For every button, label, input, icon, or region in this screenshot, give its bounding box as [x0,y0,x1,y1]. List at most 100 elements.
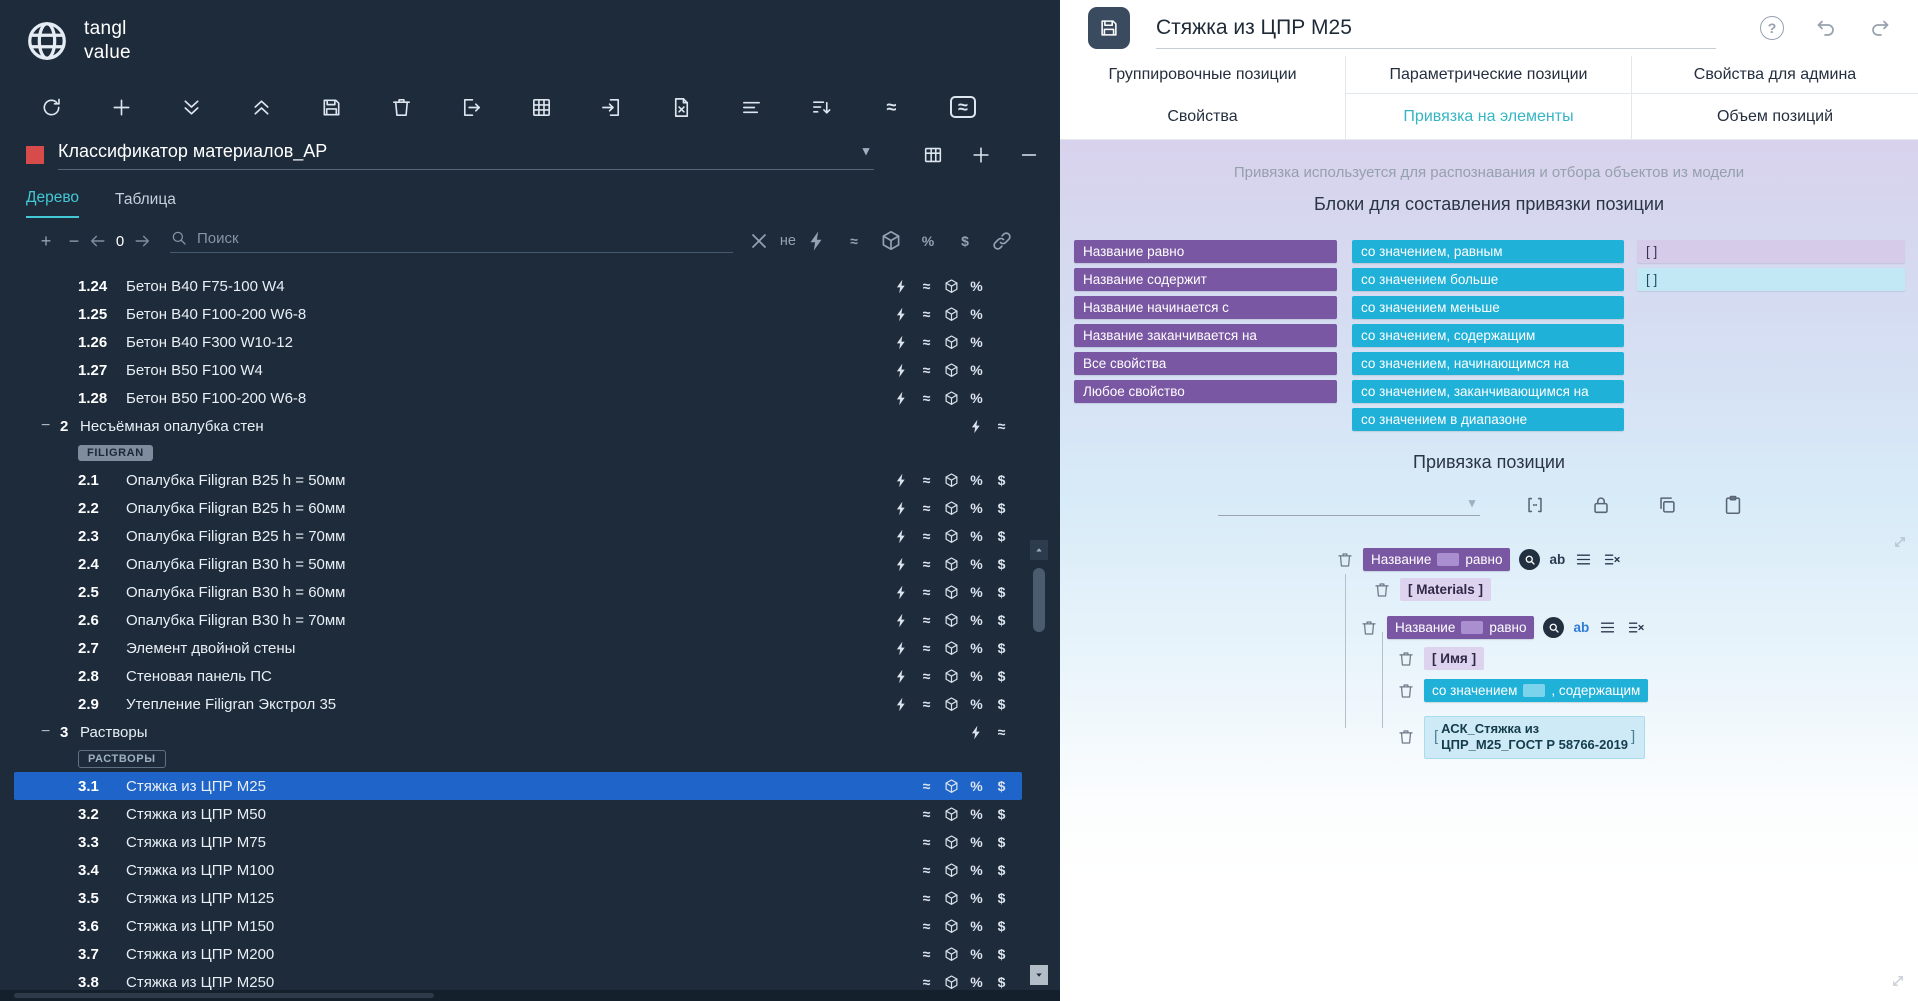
table-view-icon[interactable] [922,144,944,166]
palette-block-condition[interactable]: со значением больше [1352,268,1624,291]
cube-icon[interactable] [943,584,960,601]
ab-toggle[interactable]: ab [1573,620,1589,635]
approx-icon[interactable]: ≈ [918,806,935,823]
tree-row[interactable]: 2.4Опалубка Filigran B30 h = 50мм≈%$ [14,550,1022,578]
palette-block-condition[interactable]: со значением меньше [1352,296,1624,319]
palette-block-condition[interactable]: со значением, заканчивающимся на [1352,380,1624,403]
palette-block-property[interactable]: Название содержит [1074,268,1337,291]
list-remove-icon[interactable] [1602,550,1621,569]
percent-icon[interactable]: % [968,946,985,963]
tree-row[interactable]: 3.7Стяжка из ЦПР М200≈%$ [14,940,1022,968]
tree-row[interactable]: 3.5Стяжка из ЦПР М125≈%$ [14,884,1022,912]
palette-block-property[interactable]: Название равно [1074,240,1337,263]
bolt-icon[interactable] [893,334,910,351]
delete-icon[interactable] [1336,551,1354,569]
tree-row[interactable]: 3.2Стяжка из ЦПР М50≈%$ [14,800,1022,828]
binding-block-name-equals[interactable]: Название равно [1363,548,1510,571]
vertical-scrollbar[interactable] [1030,540,1048,985]
percent-icon[interactable]: % [968,640,985,657]
dollar-icon[interactable]: $ [993,556,1010,573]
list-icon[interactable] [1574,550,1593,569]
cube-icon[interactable] [943,612,960,629]
brackets-icon[interactable] [1524,494,1546,516]
tab-parametric-positions[interactable]: Параметрические позиции [1346,56,1632,94]
cube-icon[interactable] [879,229,903,253]
bolt-icon[interactable] [893,612,910,629]
delete-icon[interactable] [390,96,413,119]
approx-icon[interactable]: ≈ [918,834,935,851]
tree-row[interactable]: 1.27Бетон B50 F100 W4≈% [14,356,1022,384]
list-remove-icon[interactable] [1626,618,1645,637]
bolt-icon[interactable] [968,418,985,435]
hscrollbar-thumb[interactable] [14,993,434,998]
binding-block-name-equals[interactable]: Название равно [1387,616,1534,639]
delete-icon[interactable] [1397,728,1415,746]
dollar-icon[interactable]: $ [993,640,1010,657]
palette-value-block[interactable]: [ ] [1637,268,1905,291]
link-icon[interactable] [990,229,1014,253]
dollar-icon[interactable]: $ [993,500,1010,517]
delete-icon[interactable] [1360,619,1378,637]
percent-icon[interactable]: % [968,862,985,879]
binding-value-block[interactable]: [ АСК_Стяжка из ЦПР_М25_ГОСТ Р 58766-201… [1424,716,1645,759]
list-icon[interactable] [1598,618,1617,637]
binding-template-select[interactable]: ▾ [1218,494,1480,516]
add-row-button[interactable]: + [32,231,60,252]
tree-row[interactable]: 1.24Бетон B40 F75-100 W4≈% [14,272,1022,300]
cube-icon[interactable] [943,334,960,351]
tree-row[interactable]: 2.5Опалубка Filigran B30 h = 60мм≈%$ [14,578,1022,606]
percent-icon[interactable]: % [968,890,985,907]
prev-match-button[interactable] [88,231,108,251]
approx-icon[interactable]: ≈ [918,390,935,407]
cube-icon[interactable] [943,500,960,517]
scroll-up-button[interactable] [1030,540,1048,560]
file-remove-icon[interactable] [670,96,693,119]
approx-icon[interactable]: ≈ [918,778,935,795]
bolt-icon[interactable] [805,229,829,253]
tab-position-volume[interactable]: Объем позиций [1632,94,1918,140]
bolt-icon[interactable] [893,584,910,601]
redo-button[interactable] [1868,16,1892,40]
percent-icon[interactable]: % [916,229,940,253]
save-button[interactable] [1088,7,1130,49]
percent-icon[interactable]: % [968,668,985,685]
percent-icon[interactable]: % [968,918,985,935]
tab-table[interactable]: Таблица [115,191,176,218]
align-left-icon[interactable] [740,96,763,119]
dollar-icon[interactable]: $ [993,974,1010,991]
cube-icon[interactable] [943,556,960,573]
undo-button[interactable] [1814,16,1838,40]
percent-icon[interactable]: % [968,778,985,795]
approx-icon[interactable]: ≈ [918,890,935,907]
approx-icon[interactable]: ≈ [918,696,935,713]
approx-icon[interactable]: ≈ [993,724,1010,741]
tree-row[interactable]: 3.6Стяжка из ЦПР М150≈%$ [14,912,1022,940]
position-title-input[interactable] [1156,16,1716,40]
collapse-toggle[interactable]: − [41,723,60,741]
collapse-all-icon[interactable] [250,96,273,119]
approx-icon[interactable]: ≈ [918,612,935,629]
bolt-icon[interactable] [893,362,910,379]
remove-row-button[interactable]: − [60,231,88,252]
tree-row[interactable]: −2Несъёмная опалубка стен≈ [14,412,1022,440]
approx-icon[interactable]: ≈ [918,640,935,657]
dollar-icon[interactable]: $ [993,612,1010,629]
chevron-down-icon[interactable]: ▾ [858,143,874,159]
percent-icon[interactable]: % [968,584,985,601]
search-circle-button[interactable] [1519,549,1540,570]
expand-all-icon[interactable] [180,96,203,119]
bolt-icon[interactable] [893,278,910,295]
cube-icon[interactable] [943,696,960,713]
tab-element-binding[interactable]: Привязка на элементы [1346,94,1632,140]
percent-icon[interactable]: % [968,334,985,351]
resize-handle-icon[interactable] [1890,532,1910,552]
approx-icon[interactable]: ≈ [842,229,866,253]
tree-row[interactable]: 2.1Опалубка Filigran B25 h = 50мм≈%$ [14,466,1022,494]
tree-row[interactable]: 3.4Стяжка из ЦПР М100≈%$ [14,856,1022,884]
tree-row[interactable]: 2.9Утепление Filigran Экстрол 35≈%$ [14,690,1022,718]
tab-admin-properties[interactable]: Свойства для админа [1632,56,1918,94]
approx-box-icon[interactable]: ≈ [950,96,976,118]
cube-icon[interactable] [943,862,960,879]
bolt-icon[interactable] [893,668,910,685]
cube-icon[interactable] [943,668,960,685]
